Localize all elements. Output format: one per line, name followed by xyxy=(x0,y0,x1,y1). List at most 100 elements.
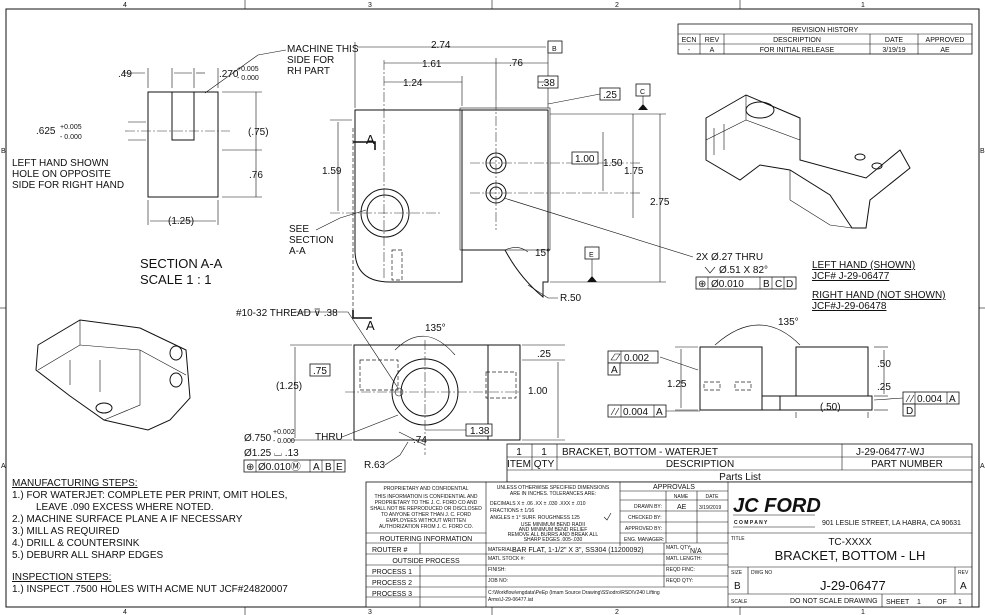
dim-025-top: .25 xyxy=(603,90,617,101)
bore-dia: Ø.750 xyxy=(244,433,272,444)
revision-description: FOR INITIAL RELEASE xyxy=(760,47,835,54)
fcf-holes-datum-c: C xyxy=(775,279,782,290)
revision-header-approved: APPROVED xyxy=(926,37,965,44)
fcf-parallel-right: 0.004 A D xyxy=(902,391,960,417)
process-3: PROCESS 3 xyxy=(372,591,412,598)
company-address: 901 LESLIE STREET, LA HABRA, CA 90631 xyxy=(822,520,961,527)
fcf-holes: ⊕ Ø0.010 B C D xyxy=(695,276,797,290)
parts-qty: 1 xyxy=(541,447,547,458)
approvals-date-header: DATE xyxy=(706,494,720,500)
section-marker-top: A xyxy=(366,132,375,147)
revision-rev: A xyxy=(710,47,715,54)
lh-title: LEFT HAND (SHOWN) xyxy=(812,260,915,271)
prop-text-2: PROPRIETARY TO THE J. C. FORD CO AND xyxy=(375,500,478,506)
dim-159: 1.59 xyxy=(322,166,342,177)
holes-callout: 2X Ø.27 THRU xyxy=(696,252,763,263)
sheet-of: OF xyxy=(937,599,947,606)
sheet-number: 1 xyxy=(917,599,921,606)
matl-qty-label: MATL QTY: xyxy=(666,545,692,551)
note-machine-line2: SIDE FOR xyxy=(287,55,334,66)
prop-text-6: AUTHORIZATION FROM J. C. FORD CO. xyxy=(379,524,473,530)
reqd-finc-label: REQD FINC: xyxy=(666,567,695,573)
section-scale: SCALE 1 : 1 xyxy=(140,272,212,287)
datum-d: D xyxy=(906,406,913,417)
tol-text-7: AND MINIMUM BEND RELIEF xyxy=(519,527,588,533)
title-block: PROPRIETARY AND CONFIDENTIAL THIS INFORM… xyxy=(365,481,973,608)
counterbore-callout: Ø1.25 ⌴ .13 xyxy=(244,448,299,459)
fcf-bore: ⊕ Ø0.010Ⓜ A B E xyxy=(243,459,346,473)
tol-text-2: ARE IN INCHES. TOLERANCES ARE: xyxy=(510,491,596,497)
revision-header-description: DESCRIPTION xyxy=(773,37,821,44)
front-view: 135° #10-32 THREAD ⊽ .38 A .25 .75 (1.25… xyxy=(236,308,565,473)
size-label: SIZE xyxy=(731,570,743,576)
rh-jcf: JCF#J-29-06478 xyxy=(812,301,887,312)
isometric-view-bottom-left xyxy=(35,319,191,431)
tol-section-270-minus: - 0.000 xyxy=(237,75,259,82)
eng-manager-label: ENG. MANAGER: xyxy=(624,537,664,543)
dim-025-front: .25 xyxy=(537,349,551,360)
angle-135-front: 135° xyxy=(425,323,446,334)
fcf-bore-symbol: ⊕ xyxy=(246,462,254,473)
matl-stock-label: MATL STOCK #: xyxy=(488,556,525,562)
fcf-holes-datum-d: D xyxy=(786,279,793,290)
note-lh-line1: LEFT HAND SHOWN xyxy=(12,158,109,169)
dim-125-front: (1.25) xyxy=(276,381,302,392)
surface-roughness-icon xyxy=(603,512,612,521)
thread-callout: #10-32 THREAD ⊽ .38 xyxy=(236,308,338,319)
fcf-flatness-tol: 0.002 xyxy=(624,353,649,364)
process-2: PROCESS 2 xyxy=(372,580,412,587)
parts-number: J-29-06477-WJ xyxy=(856,447,924,458)
zone-top-2: 2 xyxy=(615,2,619,9)
reqd-qty-label: REQD QTY: xyxy=(666,578,693,584)
zone-left-a: A xyxy=(1,463,6,470)
parts-header-item: ITEM xyxy=(507,459,531,470)
dim-100-front: 1.00 xyxy=(528,386,548,397)
file-path-2: Arms\J-29-06477.iat xyxy=(488,597,534,603)
fcf-holes-tol: Ø0.010 xyxy=(711,279,744,290)
drawn-by-date: 3/19/2019 xyxy=(699,505,721,511)
dim-161: 1.61 xyxy=(422,59,442,70)
dim-section-625: .625 xyxy=(36,126,56,137)
dim-150: 1.50 xyxy=(603,158,623,169)
angle-135-side: 135° xyxy=(778,317,799,328)
file-path-1: C:\Workflow\engdata\PeEp (Imam Source Dr… xyxy=(488,590,660,596)
approvals-title: APPROVALS xyxy=(653,484,695,491)
parts-header-qty: QTY xyxy=(534,459,555,470)
drawn-by-label: DRAWN BY: xyxy=(634,504,662,510)
matl-qty-value: N/A xyxy=(690,548,702,555)
tol-text-6: USE MINIMUM BEND RADII xyxy=(521,522,585,528)
zone-left-b: B xyxy=(1,148,6,155)
radius-50: R.50 xyxy=(560,293,582,304)
isometric-view-top-right xyxy=(705,94,911,229)
parts-header-part-number: PART NUMBER xyxy=(871,459,943,470)
process-1: PROCESS 1 xyxy=(372,569,412,576)
zone-bottom-1: 1 xyxy=(861,609,865,615)
approved-by-label: APPROVED BY: xyxy=(625,526,662,532)
dim-125-side: 1.25 xyxy=(667,379,687,390)
note-machine-line1: MACHINE THIS xyxy=(287,44,359,55)
dim-section-270: .270 xyxy=(219,69,239,80)
revision-approved: AE xyxy=(940,47,950,54)
tol-section-270-plus: +0.005 xyxy=(237,66,259,73)
checked-by-label: CHECKED BY: xyxy=(628,515,662,521)
tol-text-3: DECIMALS X ± .06 .XX ± .030 .XXX ± .010 xyxy=(490,501,586,507)
rev-value: A xyxy=(960,581,967,592)
fcf-parallel-left-datum: A xyxy=(656,407,663,418)
manufacturing-step-1: 1.) FOR WATERJET: COMPLETE PER PRINT, OM… xyxy=(12,490,287,501)
dim-076: .76 xyxy=(509,58,523,69)
title-code: TC-XXXX xyxy=(828,537,872,548)
section-a-a-view: .49 .270 +0.005 - 0.000 .625 +0.005 - 0.… xyxy=(12,44,359,287)
routing-title: ROUTERING INFORMATION xyxy=(380,536,472,543)
datum-a: A xyxy=(611,365,618,376)
bore-tol-minus: - 0.000 xyxy=(273,438,295,445)
prop-text-4: TO ANYONE OTHER THAN J. C. FORD xyxy=(381,512,471,518)
inspection-title: INSPECTION STEPS: xyxy=(12,572,111,583)
bore-tol-plus: +0.002 xyxy=(273,429,295,436)
dim-050p-side: (.50) xyxy=(820,402,841,413)
see-section-line1: SEE xyxy=(289,224,309,235)
drawn-by-name: AE xyxy=(677,504,687,511)
dim-section-075: (.75) xyxy=(248,127,269,138)
prop-text-1: THIS INFORMATION IS CONFIDENTIAL AND xyxy=(374,494,477,500)
dim-075-front: .75 xyxy=(313,366,327,377)
